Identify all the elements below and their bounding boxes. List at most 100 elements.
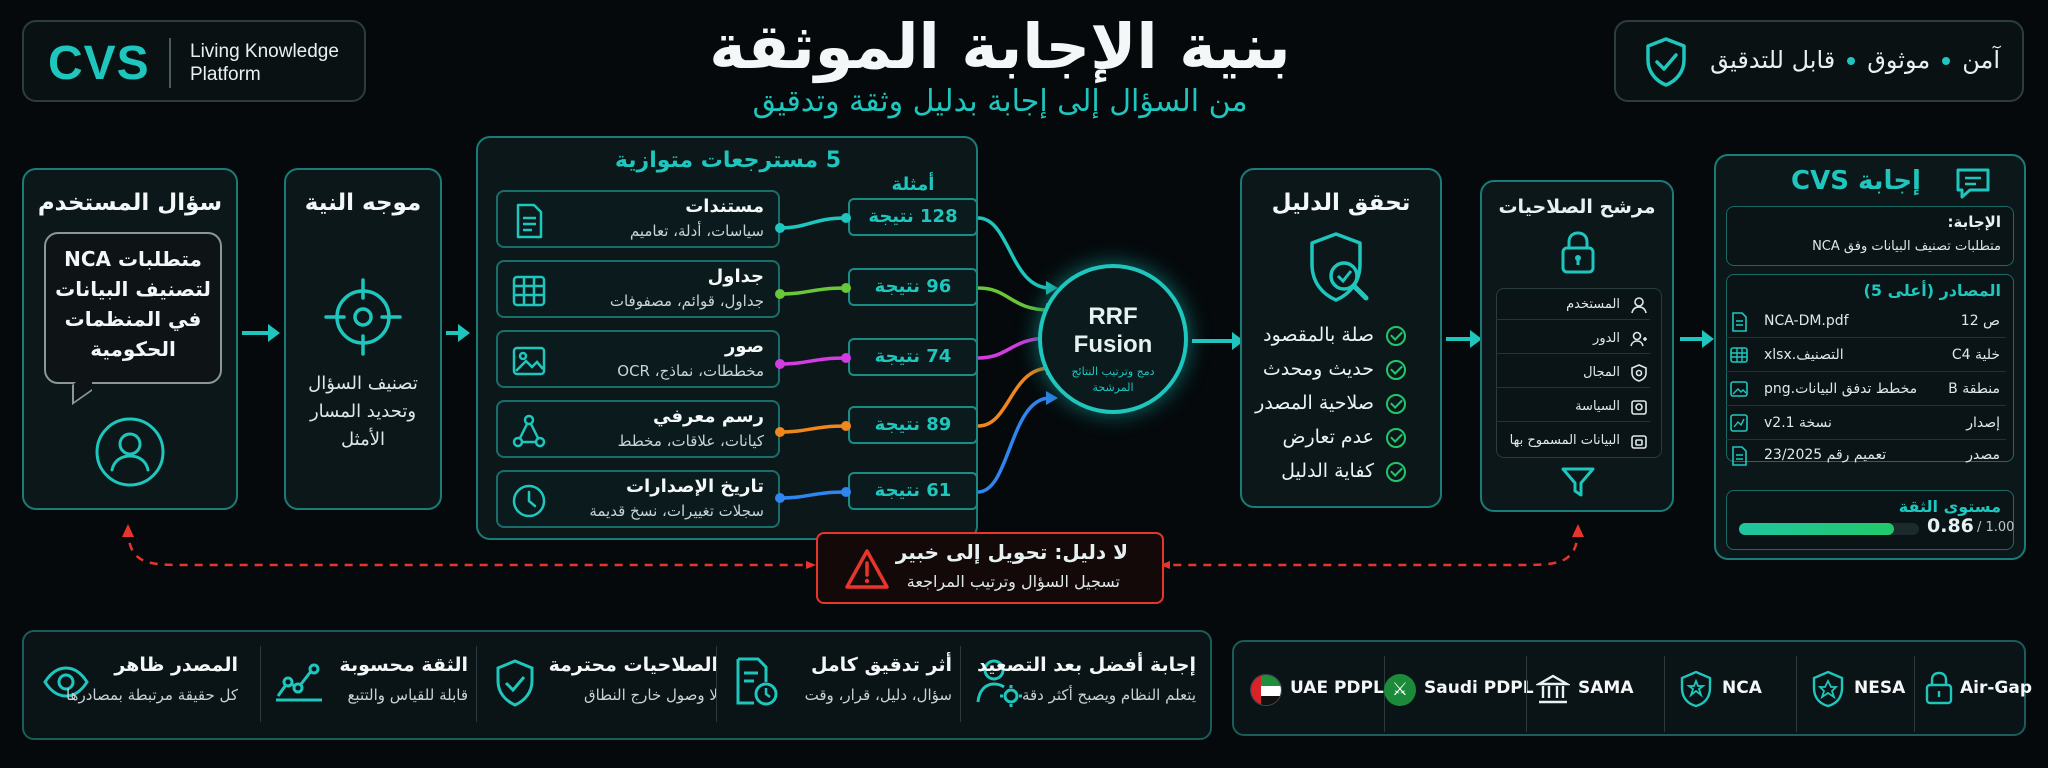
feature-desc: سؤال، دليل، قرار، وقت (804, 686, 952, 704)
feature-title: الصلاحيات محترمة (548, 654, 718, 676)
answer-text: متطلبات تصنيف البيانات وفق NCA (1812, 239, 2001, 254)
connector-dot (841, 487, 851, 497)
data-lock-icon (1631, 435, 1647, 449)
connector-dot (775, 289, 785, 299)
question-bubble: متطلبات NCA لتصنيف البيانات في المنظمات … (44, 232, 222, 384)
flow-arrow (1446, 330, 1482, 348)
standard-label: SAMA (1578, 678, 1634, 698)
retriever-images: صور مخططات، نماذج، OCR (496, 330, 780, 388)
retriever-documents: مستندات سياسات، أدلة، تعاميم (496, 190, 780, 248)
table-icon (1730, 347, 1748, 363)
connector-dot (775, 427, 785, 437)
source-location: ص 12 (1960, 313, 2000, 329)
user-icon (95, 417, 165, 487)
retriever-desc: كيانات، علاقات، مخطط (617, 432, 764, 450)
permission-item: المستخدم (1496, 290, 1650, 320)
feature-confidence: الثقة محسوبة قابلة للقياس والتتبع (274, 632, 468, 736)
trust-word: موثوق (1867, 46, 1931, 74)
permission-item: المجال (1496, 358, 1650, 388)
user-question-title: سؤال المستخدم (37, 190, 223, 216)
saudi-flag-icon: ⚔ (1384, 674, 1416, 706)
feature-title: إجابة أفضل بعد التصعيد (977, 654, 1196, 676)
fusion-title-line1: RRF (1088, 303, 1138, 330)
bank-icon (1536, 674, 1570, 704)
retriever-knowledge-graph: رسم معرفي كيانات، علاقات، مخطط (496, 400, 780, 458)
source-row: مخطط تدفق البيانات.png منطقة B (1726, 374, 2006, 406)
trust-dot (1847, 57, 1856, 65)
standards-bar: UAE PDPL ⚔ Saudi PDPL SAMA NCA NESA Air-… (1232, 640, 2032, 736)
feature-permissions: الصلاحيات محترمة لا وصول خارج النطاق (492, 632, 718, 736)
chart-icon (1730, 414, 1748, 432)
filter-icon (1561, 467, 1595, 497)
retriever-results: 128 نتيجة (848, 198, 978, 236)
user-question-panel: سؤال المستخدم متطلبات NCA لتصنيف البيانا… (22, 168, 238, 510)
confidence-box: مستوى الثقة 0.86 / 1.00 (1726, 490, 2014, 550)
source-row: التصنيف.xlsx خلية C4 (1726, 340, 2006, 372)
standard-label: UAE PDPL (1290, 678, 1384, 698)
crosshair-icon (324, 278, 402, 356)
clock-icon (512, 484, 546, 518)
connector-line (977, 216, 1051, 290)
connector-dot (841, 353, 851, 363)
retriever-name: جداول (707, 266, 764, 287)
user-icon (1631, 297, 1647, 314)
feature-title: المصدر ظاهر (114, 654, 238, 676)
evidence-check-item: صلة بالمقصود (1263, 324, 1406, 346)
retriever-results: 61 نتيجة (848, 472, 978, 510)
intent-router-title: موجه النية (304, 190, 422, 216)
trust-word: آمن (1962, 46, 2000, 74)
standard-divider (1526, 656, 1527, 732)
shield-check-icon (1646, 37, 1686, 87)
standard-divider (1914, 656, 1915, 732)
fallback-title: لا دليل: تحويل إلى خبير (895, 540, 1128, 564)
intent-router-desc: تصنيف السؤال وتحديد المسار الأمثل (308, 373, 418, 450)
source-location: خلية C4 (1951, 347, 2000, 363)
source-location: إصدار (1966, 415, 2000, 431)
confidence-value: 0.86 (1927, 515, 1974, 537)
retriever-name: رسم معرفي (653, 406, 764, 427)
flow-arrow (242, 324, 280, 342)
feature-source-visible: المصدر ظاهر كل حقيقة مرتبطة بمصادرها (42, 632, 238, 736)
feature-title: الثقة محسوبة (339, 654, 468, 676)
sources-box: المصادر (أعلى 5) (1726, 274, 2014, 462)
retriever-name: مستندات (685, 196, 764, 217)
table-icon (512, 275, 546, 307)
source-file: NCA-DM.pdf (1764, 313, 1849, 329)
confidence-max: / 1.00 (1977, 520, 2015, 535)
fusion-caption: دمج وترتيب النتائج المرشحة (1071, 365, 1155, 394)
feature-divider (476, 646, 477, 722)
file-icon (1732, 446, 1747, 466)
connector-line (777, 216, 847, 230)
feature-desc: لا وصول خارج النطاق (583, 686, 718, 704)
connector-dot (841, 213, 851, 223)
retriever-desc: جداول، قوائم، مصفوفات (609, 292, 764, 310)
feature-divider (716, 646, 717, 722)
standard-label: Saudi PDPL (1424, 678, 1534, 698)
standard-label: NESA (1854, 678, 1906, 698)
retriever-version-history: تاريخ الإصدارات سجلات تغييرات، نسخ قديمة (496, 470, 780, 528)
confidence-label: مستوى الثقة (1898, 497, 2001, 516)
retriever-results: 96 نتيجة (848, 268, 978, 306)
examples-label: أمثلة (891, 174, 935, 195)
flow-arrow (1680, 330, 1714, 348)
feature-divider (960, 646, 961, 722)
source-location: مصدر (1966, 447, 2000, 463)
source-file: التصنيف.xlsx (1764, 347, 1844, 363)
brand-panel: CVS Living Knowledge Platform (22, 20, 366, 102)
connector-arrowhead (1046, 391, 1058, 405)
policy-icon (1631, 400, 1647, 415)
sources-label: المصادر (أعلى 5) (1863, 281, 2001, 300)
retriever-results: 89 نتيجة (848, 406, 978, 444)
permissions-list (1496, 288, 1662, 458)
fusion-title-line2: Fusion (1073, 331, 1153, 358)
permissions-title: مرشح الصلاحيات (1498, 196, 1656, 218)
check-icon (1386, 427, 1406, 448)
permission-item: السياسة (1496, 392, 1650, 422)
features-bar: المصدر ظاهر كل حقيقة مرتبطة بمصادرها الث… (22, 630, 1212, 740)
standard-label: NCA (1722, 678, 1762, 698)
connector-line (977, 396, 1051, 494)
page-title: بنية الإجابة الموثقة (709, 10, 1291, 83)
check-icon (1386, 393, 1406, 414)
answer-text-box: الإجابة: متطلبات تصنيف البيانات وفق NCA (1726, 206, 2014, 266)
